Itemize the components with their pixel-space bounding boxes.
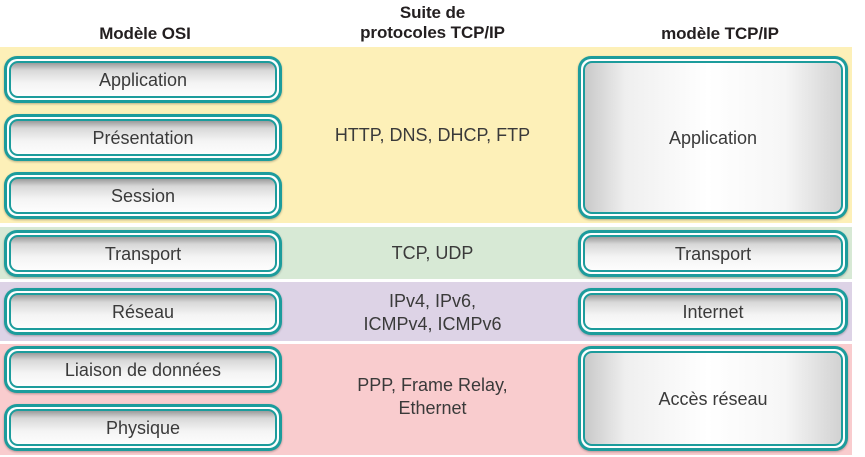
box-ring: Session bbox=[7, 175, 279, 216]
osi-layer-label: Transport bbox=[104, 243, 182, 264]
box-inner: Application bbox=[9, 61, 277, 98]
osi-layer-physical: Physique bbox=[4, 404, 282, 451]
box-inner: Session bbox=[9, 177, 277, 214]
box-ring: Application bbox=[581, 59, 845, 216]
tcpip-layer-transport: Transport bbox=[578, 230, 848, 277]
box-inner: Physique bbox=[9, 409, 277, 446]
box-ring: Application bbox=[7, 59, 279, 100]
box-inner: Transport bbox=[9, 235, 277, 272]
box-ring: Physique bbox=[7, 407, 279, 448]
osi-layer-presentation: Présentation bbox=[4, 114, 282, 161]
box-ring: Réseau bbox=[7, 291, 279, 332]
osi-layer-network: Réseau bbox=[4, 288, 282, 335]
tcpip-layer-label: Transport bbox=[674, 243, 752, 264]
protocol-list-internet: IPv4, IPv6, ICMPv4, ICMPv6 bbox=[363, 291, 502, 334]
tcpip-layer-application: Application bbox=[578, 56, 848, 219]
osi-layer-data-link: Liaison de données bbox=[4, 346, 282, 393]
box-inner: Internet bbox=[583, 293, 843, 330]
osi-layer-label: Application bbox=[98, 69, 188, 90]
tcpip-layer-label: Internet bbox=[682, 301, 744, 322]
osi-layer-label: Liaison de données bbox=[64, 359, 222, 380]
protocol-list-application: HTTP, DNS, DHCP, FTP bbox=[334, 125, 531, 145]
box-ring: Accès réseau bbox=[581, 349, 845, 448]
tcpip-layer-network-access: Accès réseau bbox=[578, 346, 848, 451]
box-ring: Présentation bbox=[7, 117, 279, 158]
tcpip-layer-label: Application bbox=[668, 127, 758, 148]
osi-layer-label: Réseau bbox=[111, 301, 175, 322]
osi-layer-transport: Transport bbox=[4, 230, 282, 277]
box-inner: Réseau bbox=[9, 293, 277, 330]
box-ring: Transport bbox=[581, 233, 845, 274]
box-inner: Transport bbox=[583, 235, 843, 272]
box-inner: Liaison de données bbox=[9, 351, 277, 388]
box-ring: Liaison de données bbox=[7, 349, 279, 390]
tcpip-layer-internet: Internet bbox=[578, 288, 848, 335]
osi-layer-session: Session bbox=[4, 172, 282, 219]
osi-layer-application: Application bbox=[4, 56, 282, 103]
tcpip-layer-label: Accès réseau bbox=[658, 388, 768, 409]
osi-layer-label: Présentation bbox=[92, 127, 194, 148]
protocol-list-network-access: PPP, Frame Relay, Ethernet bbox=[357, 375, 508, 418]
box-inner: Accès réseau bbox=[583, 351, 843, 446]
osi-layer-label: Session bbox=[110, 185, 176, 206]
osi-layer-label: Physique bbox=[105, 417, 181, 438]
box-ring: Internet bbox=[581, 291, 845, 332]
column-heading-protocol-suite: Suite de protocoles TCP/IP bbox=[360, 3, 505, 42]
column-heading-osi: Modèle OSI bbox=[99, 24, 191, 43]
column-heading-tcpip-model: modèle TCP/IP bbox=[661, 24, 779, 43]
protocol-list-transport: TCP, UDP bbox=[391, 243, 474, 263]
box-ring: Transport bbox=[7, 233, 279, 274]
box-inner: Présentation bbox=[9, 119, 277, 156]
box-inner: Application bbox=[583, 61, 843, 214]
